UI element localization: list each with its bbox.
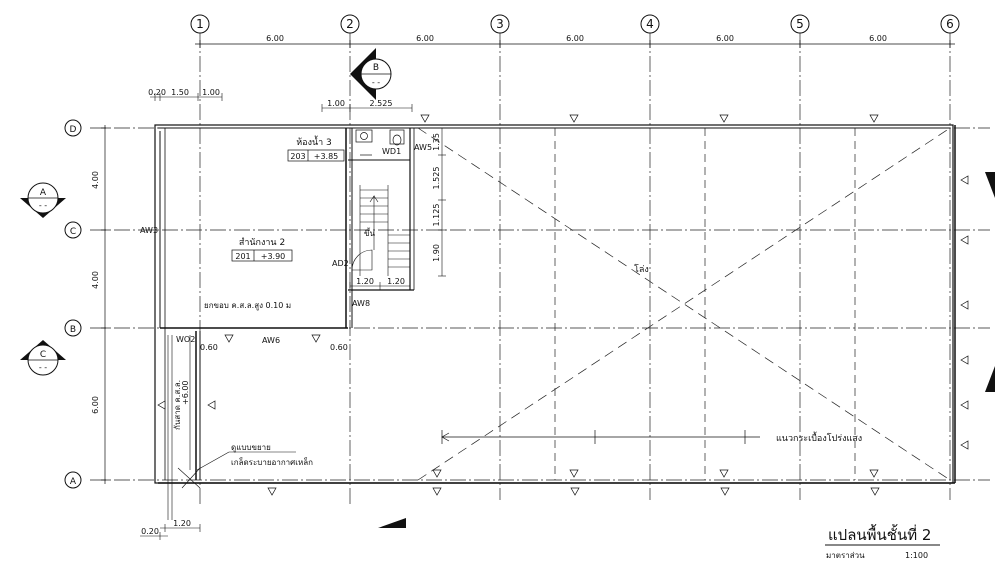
top-dimension-chain <box>195 40 955 48</box>
bottom-left-dimension <box>140 524 201 540</box>
window-tag-aw8: AW8 <box>352 299 370 308</box>
office-level: +3.90 <box>261 252 286 261</box>
dimension-label: 2.525 <box>370 99 393 108</box>
toilet-level: +3.85 <box>314 152 339 161</box>
window-tag-aw3: AW3 <box>140 226 158 235</box>
window-tag-aw6: AW6 <box>262 336 280 345</box>
curb-note: ยกขอบ ค.ส.ล.สูง 0.10 ม <box>204 301 291 311</box>
window-tags <box>157 114 969 496</box>
dimension-label: 1.50 <box>171 88 189 97</box>
dimension-label: 1.00 <box>327 99 345 108</box>
section-marker-b: B - - <box>350 48 392 100</box>
column-bubble-5: 5 <box>790 14 810 34</box>
dimension-label: 1.35 <box>432 133 441 151</box>
canopy-level: +6.00 <box>181 380 190 405</box>
opening-dimension: 0.60 <box>200 343 218 352</box>
column-bubble-4: 4 <box>640 14 660 34</box>
row-label: C <box>70 227 76 237</box>
dimension-label: 0.20 <box>141 527 159 536</box>
office-name: สำนักงาน 2 <box>239 237 285 248</box>
row-bubble-a: A <box>64 471 82 489</box>
row-label: A <box>70 477 77 487</box>
toilet-tag: 203 +3.85 <box>287 149 345 162</box>
toilet-code: 203 <box>290 152 305 161</box>
section-letter: C <box>40 350 46 360</box>
dimension-label: 6.00 <box>716 34 734 43</box>
office-code: 201 <box>235 252 250 261</box>
section-letter: A <box>40 188 47 198</box>
section-sheet: - - <box>372 78 380 87</box>
dimension-label: 4.00 <box>91 271 100 289</box>
scale-label: มาตราส่วน <box>826 551 865 560</box>
dimension-label: 6.00 <box>266 34 284 43</box>
door-tag-ad2: AD2 <box>332 259 349 268</box>
exterior-walls <box>154 124 956 484</box>
row-label: D <box>70 125 77 135</box>
section-cut-arrow <box>985 366 995 392</box>
column-bubble-2: 2 <box>340 14 360 34</box>
column-label: 6 <box>946 17 954 31</box>
section-marker-a: A - - <box>20 182 66 218</box>
canopy-slab <box>167 335 201 520</box>
left-dimension-chain <box>101 125 109 484</box>
dimension-label: 6.00 <box>566 34 584 43</box>
gutter-note-2: เกล็ดระบายอากาศเหล็ก <box>231 457 313 467</box>
dimension-label: 1.00 <box>202 88 220 97</box>
dimension-label: 6.00 <box>416 34 434 43</box>
stair <box>359 185 410 276</box>
canopy-label: กันสาด ค.ส.ล. <box>173 380 182 430</box>
window-tag-wo2: WO2 <box>176 335 195 344</box>
dimension-label: 1.20 <box>173 519 191 528</box>
skylight-label: แนวกระเบื้องโปร่งแสง <box>776 431 862 444</box>
office-tag: 201 +3.90 <box>231 249 293 262</box>
stair-bottom-dimension <box>349 282 411 290</box>
scale-value: 1:100 <box>905 551 928 560</box>
row-bubble-b: B <box>64 319 82 337</box>
section-letter: B <box>373 63 379 73</box>
door-swing <box>351 249 373 271</box>
skylight-line <box>441 430 760 444</box>
column-label: 5 <box>796 17 804 31</box>
section-cut-arrow <box>378 518 406 528</box>
drawing-title: แปลนพื้นชั้นที่ 2 <box>828 524 931 544</box>
window-tag-aw5: AW5 <box>414 143 432 152</box>
column-label: 2 <box>346 17 354 31</box>
toilet-name: ห้องน้ำ 3 <box>296 135 332 148</box>
door-tag-wd1: WD1 <box>382 147 401 156</box>
column-label: 4 <box>646 17 654 31</box>
void-label: โล่ง <box>634 264 649 275</box>
column-bubble-3: 3 <box>490 14 510 34</box>
section-marker-c: C - - <box>20 340 66 376</box>
column-bubble-6: 6 <box>940 14 960 34</box>
dimension-label: 1.525 <box>432 167 441 190</box>
dimension-label: 1.20 <box>356 277 374 286</box>
dimension-label: 0.20 <box>148 88 166 97</box>
section-sheet: - - <box>39 201 47 210</box>
dimension-label: 1.20 <box>387 277 405 286</box>
dimension-label: 1.125 <box>432 204 441 227</box>
toilet-fixtures <box>355 129 405 156</box>
interior-columns <box>554 128 856 480</box>
dimension-label: 6.00 <box>869 34 887 43</box>
section-cut-arrow <box>985 172 995 198</box>
column-label: 1 <box>196 17 204 31</box>
stair-up-label: ขึ้น <box>364 227 375 238</box>
top-left-dimension <box>150 93 223 101</box>
row-label: B <box>70 325 76 335</box>
dimension-label: 6.00 <box>91 396 100 414</box>
gutter-note: ดูแบบขยาย <box>231 443 271 453</box>
void-cross-lines <box>417 127 951 481</box>
row-bubble-d: D <box>64 119 82 137</box>
section-sheet: - - <box>39 363 47 372</box>
dimension-label: 4.00 <box>91 171 100 189</box>
column-label: 3 <box>496 17 504 31</box>
column-bubble-1: 1 <box>190 14 210 34</box>
opening-dimension: 0.60 <box>330 343 348 352</box>
dimension-label: 1.90 <box>432 244 441 262</box>
row-bubble-c: C <box>64 221 82 239</box>
top-mid-dimension <box>321 104 413 112</box>
